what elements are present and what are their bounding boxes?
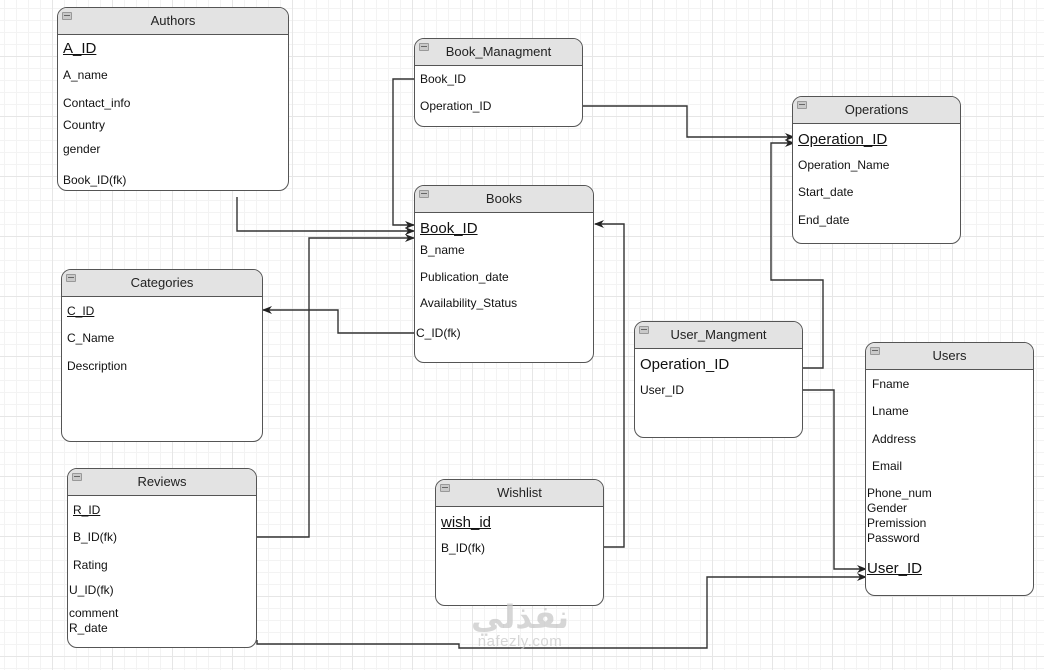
attribute-foreign-key[interactable]: C_ID(fk) [416,326,461,340]
link-wishlist-books [594,220,625,548]
collapse-icon[interactable] [639,326,649,334]
entity-title: Reviews [137,474,187,489]
entity-header[interactable]: Books [415,186,593,213]
collapse-icon[interactable] [72,473,82,481]
entity-header[interactable]: Book_Managment [415,39,582,66]
entity-header[interactable]: Authors [58,8,288,35]
entity-authors[interactable]: Authors A_ID A_name Contact_info Country… [57,7,289,191]
link-usermgmt-users [803,389,867,573]
attribute[interactable]: User_ID [640,383,685,397]
entity-title: User_Mangment [670,327,767,342]
link-bookmgmt-books [392,78,416,229]
attribute[interactable]: R_date [69,621,108,635]
entity-header[interactable]: Operations [793,97,960,124]
attribute[interactable]: Availability_Status [420,296,518,310]
entity-title: Book_Managment [445,44,552,59]
attribute-foreign-key[interactable]: B_ID(fk) [73,530,118,544]
attribute[interactable]: A_name [63,68,108,82]
link-bookmgmt-operations [583,105,795,141]
attribute[interactable]: Fname [872,377,910,391]
attribute[interactable]: Operation_ID [640,356,730,373]
attribute[interactable]: Description [67,359,128,373]
attribute[interactable]: Password [867,531,920,545]
attribute-primary-key[interactable]: Book_ID [420,220,478,237]
entity-header[interactable]: Wishlist [436,480,603,507]
collapse-icon[interactable] [66,274,76,282]
attribute-primary-key[interactable]: A_ID [63,40,97,57]
collapse-icon[interactable] [440,484,450,492]
attribute-primary-key[interactable]: R_ID [73,503,101,517]
attribute[interactable]: comment [69,606,119,620]
entity-header[interactable]: Reviews [68,469,256,496]
attribute[interactable]: Book_ID [420,72,467,86]
link-reviews-books [257,234,415,538]
attribute[interactable]: Premission [867,516,927,530]
link-books-categories [262,306,416,334]
collapse-icon[interactable] [870,347,880,355]
entity-header[interactable]: Categories [62,270,262,297]
entity-categories[interactable]: Categories C_ID C_Name Description [61,269,263,442]
entity-wishlist[interactable]: Wishlist wish_id B_ID(fk) [435,479,604,606]
entity-users[interactable]: Users Fname Lname Address Email Phone_nu… [865,342,1034,596]
collapse-icon[interactable] [419,43,429,51]
link-reviews-users [256,573,867,649]
entity-title: Users [932,348,967,363]
entity-user-mangment[interactable]: User_Mangment Operation_ID User_ID [634,321,803,438]
attribute-primary-key[interactable]: wish_id [441,514,492,531]
entity-title: Wishlist [497,485,542,500]
entity-reviews[interactable]: Reviews R_ID B_ID(fk) Rating U_ID(fk) co… [67,468,257,648]
attribute-primary-key[interactable]: User_ID [867,560,923,577]
attribute[interactable]: Start_date [798,185,854,199]
entity-book-managment[interactable]: Book_Managment Book_ID Operation_ID [414,38,583,127]
attribute[interactable]: Address [872,432,917,446]
entity-header[interactable]: User_Mangment [635,322,802,349]
entity-title: Operations [844,102,909,117]
attribute-primary-key[interactable]: Operation_ID [798,131,888,148]
collapse-icon[interactable] [419,190,429,198]
attribute-foreign-key[interactable]: U_ID(fk) [69,583,114,597]
attribute[interactable]: Lname [872,404,909,418]
collapse-icon[interactable] [62,12,72,20]
link-authors-books [236,197,415,235]
attribute[interactable]: End_date [798,213,850,227]
attribute[interactable]: Publication_date [420,270,509,284]
link-usermgmt-operations [770,139,824,369]
attribute-foreign-key[interactable]: B_ID(fk) [441,541,486,555]
attribute[interactable]: Country [63,118,106,132]
attribute[interactable]: gender [63,142,101,156]
entity-header[interactable]: Users [866,343,1033,370]
entity-operations[interactable]: Operations Operation_ID Operation_Name S… [792,96,961,244]
attribute[interactable]: C_Name [67,331,115,345]
attribute[interactable]: Gender [867,501,908,515]
attribute[interactable]: Operation_ID [420,99,492,113]
entity-title: Books [485,191,523,206]
entity-books[interactable]: Books Book_ID B_name Publication_date Av… [414,185,594,363]
collapse-icon[interactable] [797,101,807,109]
entity-title: Authors [150,13,196,28]
entity-title: Categories [130,275,194,290]
attribute-primary-key[interactable]: C_ID [67,304,95,318]
attribute-foreign-key[interactable]: Book_ID(fk) [63,173,127,187]
attribute[interactable]: Operation_Name [798,158,890,172]
attribute[interactable]: Email [872,459,903,473]
attribute[interactable]: Phone_num [867,486,932,500]
attribute[interactable]: B_name [420,243,465,257]
attribute[interactable]: Rating [73,558,108,572]
attribute[interactable]: Contact_info [63,96,131,110]
